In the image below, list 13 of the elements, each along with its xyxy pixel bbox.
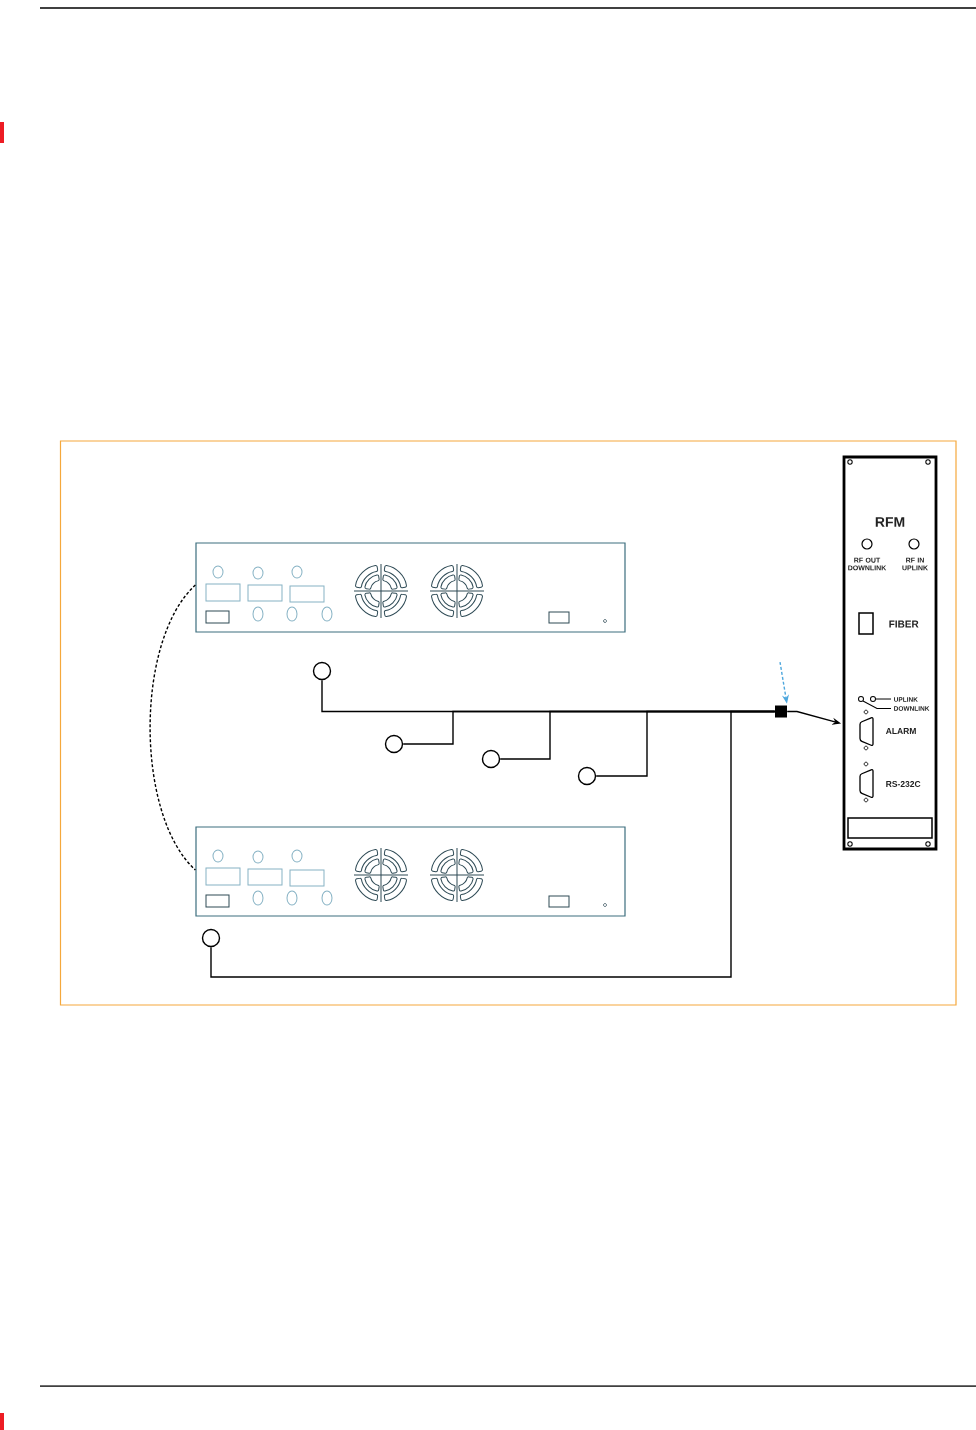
terminal-circle bbox=[201, 928, 221, 948]
rack-unit-drawing bbox=[195, 542, 626, 633]
port-label: FIBER bbox=[889, 620, 919, 628]
rack-unit-drawing bbox=[195, 826, 626, 917]
port-label: RS-232C bbox=[886, 781, 921, 787]
dashed-line bbox=[149, 584, 197, 871]
wire bbox=[210, 710, 776, 978]
terminal-circle bbox=[577, 766, 597, 786]
port-label: ALARM bbox=[885, 728, 916, 734]
connector-plug bbox=[775, 705, 787, 718]
terminal-circle bbox=[312, 661, 332, 681]
terminal-circle bbox=[384, 734, 404, 754]
terminal-circle bbox=[481, 749, 501, 769]
